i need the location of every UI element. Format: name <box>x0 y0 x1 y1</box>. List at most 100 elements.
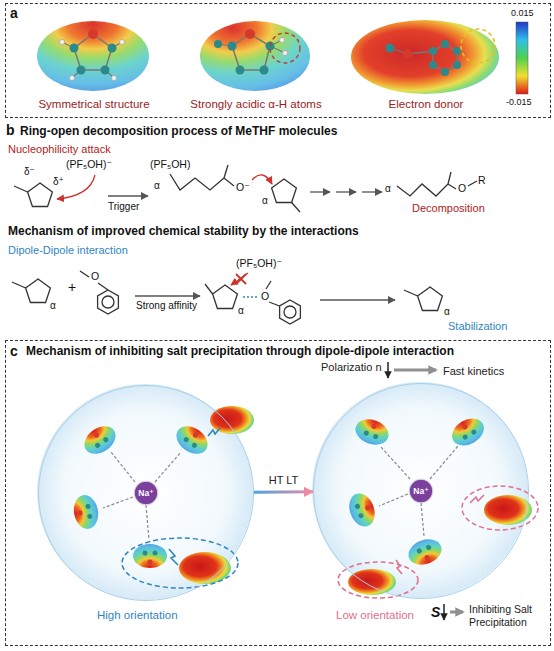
methf-ring <box>213 285 238 309</box>
bond <box>14 186 28 192</box>
attack-arrow <box>231 273 248 285</box>
bond <box>468 181 477 186</box>
aromatic-circle <box>284 306 296 318</box>
reaction-arrow <box>310 191 330 192</box>
solvation-sphere: Low orientationNa⁺ <box>313 383 529 599</box>
entropy-symbol: S <box>431 604 440 621</box>
partial-charge: δ⁻ <box>24 166 35 178</box>
chemical-formula: (PF₅OH)⁻ <box>236 257 282 270</box>
anisole-molecule <box>210 406 254 434</box>
blocked-cross <box>236 274 246 284</box>
methf-molecule <box>171 420 213 459</box>
reaction-arrow <box>362 191 382 192</box>
alpha-label: α <box>444 306 450 318</box>
esp-surface <box>71 493 101 531</box>
bond <box>205 284 213 294</box>
plus-sign: + <box>68 279 76 296</box>
chemical-formula: (PF₅OH)⁻ <box>66 158 112 171</box>
carbon-atom <box>260 66 269 75</box>
decrease-arrow <box>443 604 445 620</box>
transition-arrow <box>254 490 313 493</box>
coordination-bond <box>379 494 408 506</box>
methf-ring <box>26 279 51 303</box>
reaction-arrow <box>108 195 148 196</box>
arrow-label: Trigger <box>108 201 139 213</box>
anisole-molecule <box>348 569 396 595</box>
esp-map <box>37 21 149 91</box>
hydrogen-atom <box>279 37 284 42</box>
alkyl-chain <box>397 184 448 196</box>
carbon-atom <box>453 61 461 69</box>
annotation: Fast kinetics <box>443 365 504 378</box>
atom-label: O <box>458 182 466 195</box>
sodium-ion: Na⁺ <box>135 482 157 504</box>
oxygen-atom <box>88 29 98 39</box>
esp-surface <box>133 544 167 568</box>
interaction-bolt <box>208 428 220 436</box>
outcome-label: Decomposition <box>412 202 485 215</box>
esp-surface <box>171 420 213 459</box>
interaction-bolt <box>396 560 402 574</box>
atom-label: O⁻ <box>236 181 250 194</box>
reaction-arrow <box>336 191 356 192</box>
atom-label: O <box>91 270 99 283</box>
bond <box>404 290 418 296</box>
esp-surface <box>351 20 499 94</box>
blocked-cross <box>236 274 246 284</box>
carbon-atom <box>236 66 245 75</box>
oxygen-atom <box>192 432 199 439</box>
hydrogen-atom <box>111 75 116 80</box>
highlight-circle <box>270 33 300 63</box>
carbon-atom <box>143 551 148 556</box>
esp-surface <box>200 21 310 91</box>
bond <box>224 165 228 178</box>
oxygen-atom <box>77 510 83 516</box>
edge-label: HT LT <box>267 474 301 487</box>
sphere-label: High orientation <box>97 609 178 623</box>
decrease-arrow <box>387 362 389 378</box>
carbon-atom <box>85 504 91 510</box>
ion-label: Na⁺ <box>138 488 153 498</box>
solvation-sphere: High orientationNa⁺ <box>38 385 254 601</box>
coordination-bond <box>111 452 135 482</box>
methf-molecule <box>352 415 392 449</box>
coordination-bond <box>380 446 410 479</box>
stabilization-scheme <box>12 271 442 324</box>
carbon-atom <box>94 442 101 449</box>
colorbar-value: 0.015 <box>511 8 534 19</box>
reaction-arrow <box>135 295 200 296</box>
methf-molecule <box>79 420 121 459</box>
methf-molecule <box>345 490 379 530</box>
bond <box>74 34 112 70</box>
alpha-label: α <box>385 183 391 195</box>
colorbar-value: -0.015 <box>506 97 532 108</box>
carbon-atom <box>462 434 469 441</box>
carbon-atom <box>77 66 86 75</box>
anisole-molecule <box>484 495 532 525</box>
bond <box>12 282 26 288</box>
panel-box: aSymmetrical structureStrongly acidic α-… <box>5 3 551 118</box>
oxygen-atom <box>403 49 413 59</box>
oxygen-atom <box>371 423 377 429</box>
panel-letter: a <box>10 5 18 22</box>
section-title: Ring-open decomposition process of MeTHF… <box>20 124 337 138</box>
bond <box>448 172 451 184</box>
carbon-atom <box>214 40 222 48</box>
color-bar <box>516 22 528 94</box>
carbon-atom <box>425 544 431 550</box>
sphere-fill <box>312 382 528 598</box>
carbon-atom <box>101 66 110 75</box>
section-title: Mechanism of improved chemical stability… <box>8 224 359 238</box>
result-arrow <box>450 611 463 614</box>
methf-ring <box>28 183 53 207</box>
reaction-arrow <box>320 299 395 300</box>
outcome-label: Stabilization <box>448 320 507 333</box>
carbon-atom <box>191 442 198 449</box>
bond <box>269 302 280 306</box>
reaction-scheme <box>14 165 477 212</box>
highlight-circle <box>461 29 495 63</box>
alpha-label: α <box>238 305 244 317</box>
arrow-label: Strong affinity <box>136 300 197 312</box>
bond <box>266 281 271 289</box>
methf-molecule <box>71 493 101 531</box>
